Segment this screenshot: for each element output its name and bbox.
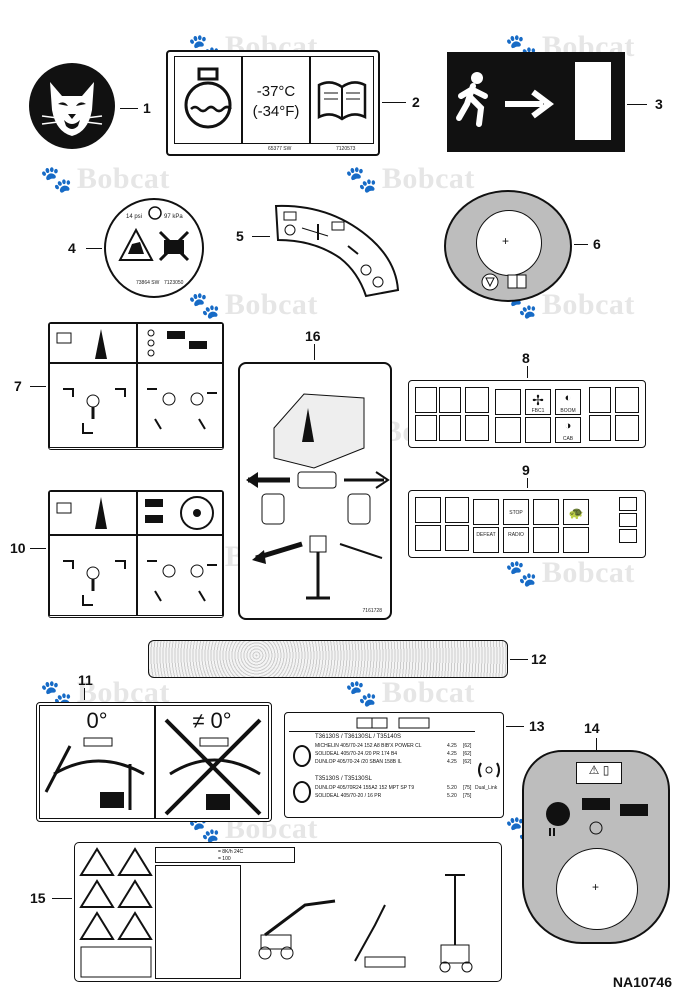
watermark: 🐾Bobcat <box>505 556 635 589</box>
group2-title: T35130S / T35130SL <box>315 776 372 782</box>
warning-manual-box: ⚠ ▯ <box>576 762 622 784</box>
angle-ok-cell: 0° <box>39 705 155 819</box>
warning-and-manual-icon <box>481 273 527 291</box>
part-number: 7123050 <box>164 280 184 286</box>
decal-15-safety-load-chart: = 8K/h 24C = 100 <box>74 842 502 982</box>
callout-12: 12 <box>531 651 547 667</box>
temperature-fahrenheit: (-34°F) <box>252 103 300 120</box>
dual-link-icon <box>478 762 500 778</box>
temperature-celsius: -37°C <box>256 83 296 100</box>
decal-12-anti-slip-strip <box>148 640 508 678</box>
exit-door <box>575 62 611 140</box>
callout-7: 7 <box>14 378 22 394</box>
decal-3-emergency-exit <box>447 52 625 152</box>
angle-not-ok-cell: ≠ 0° <box>155 705 269 819</box>
callout-10: 10 <box>10 540 26 556</box>
decal-7-joystick-operation <box>48 322 224 450</box>
joystick-control-diagram <box>246 393 390 600</box>
decal-2-coolant-temperature: -37°C (-34°F) 65377 SW 7120573 <box>166 50 380 156</box>
group1-title: T36130S / T36130SL / T35140S <box>315 734 401 740</box>
decal-9-switch-panel: DEFEAT STOP RADIO 🐢 <box>408 490 646 558</box>
defeat-cell: DEFEAT <box>473 527 499 553</box>
decal-4-tire-pressure: 14 psi 97 kPa 73864 SW 7123050 <box>104 198 204 298</box>
callout-5: 5 <box>236 228 244 244</box>
gauge-icon <box>148 206 162 220</box>
running-person-icon <box>456 72 554 127</box>
manual-cell <box>310 56 374 144</box>
gauge-panel-shape <box>274 204 400 298</box>
boom-ok-icon <box>44 737 145 810</box>
tire-row: SOLIDEAL 405/70-20 / 16 PR 5.20 [75] <box>315 793 472 799</box>
fan-cell: ✢ FBC1 <box>525 389 551 415</box>
callout-6: 6 <box>593 236 601 252</box>
decal-13-tire-table: T36130S / T36130SL / T35140S MICHELIN 40… <box>284 712 504 818</box>
decal-16-joystick-functions: 7161728 <box>238 362 392 620</box>
tire-row: DUNLOP 405/70R24 155A2 152 MPT SP T9 5.2… <box>315 785 472 791</box>
center-mark: + <box>592 880 600 894</box>
boom-light-cell: ◐ BOOM <box>555 389 581 415</box>
bobcat-head-icon <box>29 63 115 149</box>
warning-triangle-icon <box>118 228 154 261</box>
cab-light-cell: ◑ CAB <box>555 417 581 443</box>
figure-code: NA10746 <box>612 974 672 990</box>
warning-triangles-icon <box>79 847 153 978</box>
engine-mode-icons <box>546 798 648 836</box>
joystick-diagram-icon <box>56 329 217 434</box>
tire-row: SOLIDEAL 405/70-24 /20 PR 174 B4 4.25 [6… <box>315 751 472 757</box>
decal-11-boom-angle: 0° ≠ 0° <box>36 702 272 822</box>
boom-prohibited-icon <box>164 718 262 816</box>
decal-8-switch-panel: ✢ FBC1 ◐ BOOM ◑ CAB <box>408 380 646 448</box>
coolant-cell <box>174 56 242 144</box>
stop-cell: STOP <box>503 499 529 525</box>
machine-diagram <box>258 874 473 973</box>
callout-4: 4 <box>68 240 76 256</box>
no-inflate-icon <box>158 230 190 262</box>
decal-10-joystick-operation <box>48 490 224 618</box>
callout-9: 9 <box>522 462 530 478</box>
callout-1: 1 <box>143 100 151 116</box>
function-grid <box>155 865 241 979</box>
pressure-kpa: 97 kPa <box>164 214 183 220</box>
part-number: 7120573 <box>336 146 356 152</box>
part-number: 73864 SW <box>136 280 160 286</box>
operator-manual-icon <box>317 81 367 121</box>
center-mark: + <box>502 234 510 248</box>
coolant-tank-icon <box>184 67 232 129</box>
radio-cell: RADIO <box>503 527 529 553</box>
decal-6-ignition-disc: + <box>444 190 572 302</box>
temperature-cell: -37°C (-34°F) <box>242 56 310 144</box>
key-hole <box>556 848 638 930</box>
tire-row: DUNLOP 405/70-24 /20 SBAN 158B IL 4.25 [… <box>315 759 472 765</box>
decal-14-key-switch-plate: ⚠ ▯ + <box>522 750 670 944</box>
part-number: 65377 SW <box>268 146 292 152</box>
angle-not-ok: ≠ 0° <box>192 708 232 733</box>
watermark: 🐾Bobcat <box>345 162 475 195</box>
tire-icon <box>293 745 311 803</box>
callout-16: 16 <box>305 328 321 344</box>
callout-8: 8 <box>522 350 530 366</box>
callout-14: 14 <box>584 720 600 736</box>
watermark: 🐾Bobcat <box>40 162 170 195</box>
decal-5-gauge-panel <box>272 200 402 300</box>
angle-ok: 0° <box>86 708 108 733</box>
pressure-psi: 14 psi <box>126 214 143 220</box>
callout-2: 2 <box>412 94 420 110</box>
joystick-steering-diagram <box>56 496 217 606</box>
manual-icon <box>356 717 430 729</box>
callout-15: 15 <box>30 890 46 906</box>
callout-11: 11 <box>78 672 93 688</box>
turtle-cell: 🐢 <box>563 499 589 525</box>
callout-3: 3 <box>655 96 663 112</box>
watermark: 🐾Bobcat <box>188 288 318 321</box>
dual-link-label: Dual_Link <box>475 785 498 791</box>
decal-1-bobcat-logo <box>28 62 116 150</box>
part-number: 7161728 <box>362 608 382 614</box>
watermark: 🐾Bobcat <box>345 676 475 709</box>
key-hole <box>476 210 542 276</box>
tire-row: MICHELIN 405/70-24 152 A8 BIB'X POWER CL… <box>315 743 472 749</box>
callout-13: 13 <box>529 718 545 734</box>
speed-info: = 8K/h 24C = 100 <box>155 847 295 863</box>
